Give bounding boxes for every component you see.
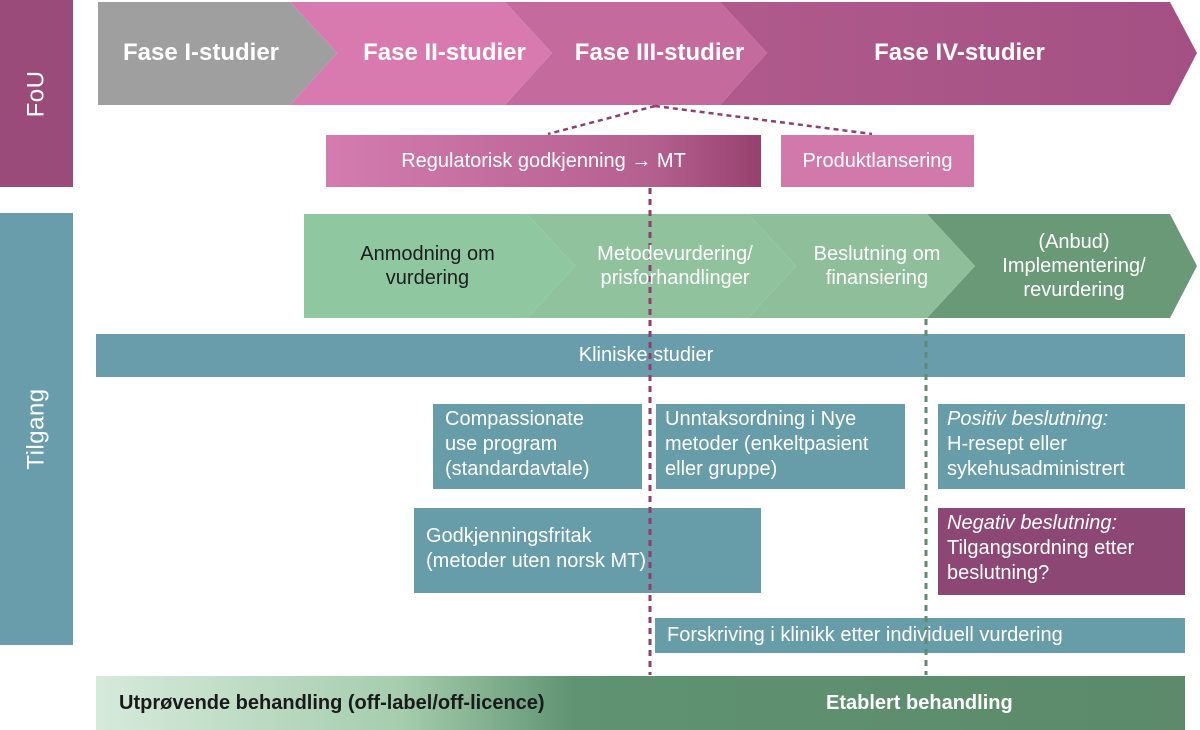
step2-line1: Metodevurdering/ [597, 243, 753, 265]
negativ-line1: Tilgangsordning etter [947, 537, 1135, 559]
launch-box [781, 135, 974, 187]
step4-line3: revurdering [1023, 279, 1125, 301]
positiv-box [938, 404, 1185, 489]
launch-label: Produktlansering [802, 149, 953, 172]
positiv-heading: Positiv beslutning: [947, 408, 1109, 430]
unntak-line3: eller gruppe) [665, 458, 778, 480]
step4-line1: (Anbud) [1038, 231, 1110, 253]
phase3-label: Fase III-studier [574, 39, 745, 67]
phase4-chevron [720, 2, 1197, 105]
step1-chevron [304, 214, 575, 318]
connector-regulatory [547, 104, 656, 136]
treatment-right-label: Etablert behandling [826, 692, 1013, 714]
step1-line1: Anmodning om [360, 243, 495, 265]
phase2-label: Fase II-studier [363, 39, 526, 67]
step2-line2: prisforhandlinger [600, 267, 750, 289]
compassionate-text: Compassionate use program (standardavtal… [445, 407, 645, 482]
unntak-line2: metoder (enkeltpasient [665, 433, 869, 455]
step1-line2: vurdering [385, 267, 470, 289]
phase1-chevron [98, 2, 337, 105]
phase3-chevron [505, 2, 767, 105]
forskriving-text: Forskriving i klinikk etter individuell … [667, 624, 1063, 646]
phase4-label: Fase IV-studier [874, 39, 1045, 67]
step3-line1: Beslutning om [813, 243, 941, 265]
regulatory-label: Regulatorisk godkjenning → MT [401, 149, 686, 172]
compassionate-line3: (standardavtale) [445, 458, 590, 480]
negativ-line2: beslutning? [947, 562, 1050, 584]
step4-label: (Anbud) Implementering/ revurdering [975, 214, 1173, 318]
compassionate-line2: use program [445, 433, 558, 455]
godkjenning-line1: Godkjenningsfritak [426, 525, 592, 547]
forskriving-bar [655, 618, 1185, 653]
treatment-left-label: Utprøvende behandling (off-label/off-lic… [119, 692, 545, 714]
negativ-box [938, 508, 1185, 595]
negativ-heading: Negativ beslutning: [947, 512, 1118, 534]
tilgang-sidebar: Tilgang [0, 213, 73, 645]
kliniske-studier-bar [96, 334, 1185, 377]
treatment-bar [96, 676, 1185, 730]
step1-label: Anmodning om vurdering [330, 214, 525, 318]
regulatory-box [326, 135, 761, 187]
unntak-text: Unntaksordning i Nye metoder (enkeltpasi… [665, 407, 905, 482]
fou-sidebar: FoU [0, 0, 73, 187]
unntak-box [656, 404, 905, 489]
step3-chevron [748, 214, 975, 318]
phase1-label: Fase I-studier [122, 39, 280, 67]
positiv-line2: sykehusadministrert [947, 458, 1125, 480]
step2-chevron [527, 214, 796, 318]
godkjenning-box [414, 508, 761, 593]
step2-label: Metodevurdering/ prisforhandlinger [572, 214, 778, 318]
godkjenning-line2: (metoder uten norsk MT) [426, 550, 647, 572]
godkjenning-text: Godkjenningsfritak (metoder uten norsk M… [426, 524, 761, 574]
compassionate-box [433, 404, 642, 489]
compassionate-line1: Compassionate [445, 408, 584, 430]
negativ-text: Negativ beslutning: Tilgangsordning ette… [947, 511, 1185, 586]
positiv-line1: H-resept eller [947, 433, 1068, 455]
step4-line2: Implementering/ [1002, 255, 1146, 277]
step4-chevron [927, 214, 1197, 318]
step3-line2: finansiering [825, 267, 929, 289]
unntak-line1: Unntaksordning i Nye [665, 408, 857, 430]
positiv-text: Positiv beslutning: H-resept eller sykeh… [947, 407, 1185, 482]
step3-label: Beslutning om finansiering [792, 214, 962, 318]
phase2-chevron [290, 2, 552, 105]
kliniske-studier-label: Kliniske studier [578, 344, 714, 366]
connector-launch [654, 104, 873, 136]
